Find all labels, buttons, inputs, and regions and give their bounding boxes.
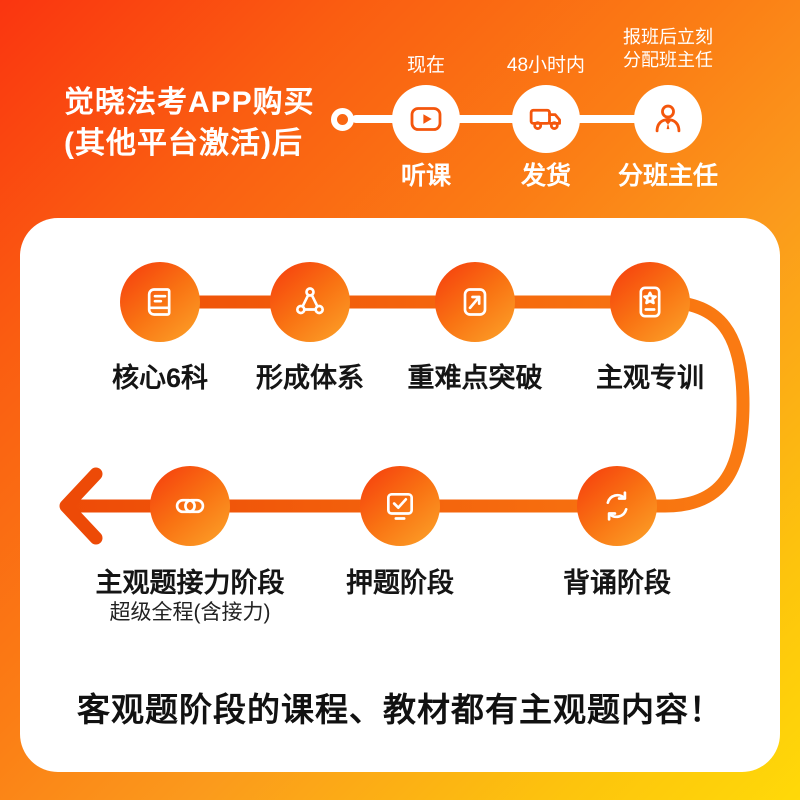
- truck-icon: [529, 108, 561, 130]
- node-relay: [150, 466, 230, 546]
- book-icon: [147, 288, 171, 316]
- node-recite: [577, 466, 657, 546]
- sublabel-relay: 超级全程(含接力): [109, 601, 271, 624]
- node-breakthrough: [435, 262, 515, 342]
- header-title: 觉晓法考APP购买 (其他平台激活)后: [64, 82, 364, 164]
- node-prediction: [360, 466, 440, 546]
- footer-headline: 客观题阶段的课程、教材都有主观题内容！: [77, 691, 723, 728]
- timeline-node-ship: [512, 85, 580, 153]
- refresh-icon: [606, 491, 628, 521]
- timeline-line: [352, 115, 668, 123]
- timeline-step3-label: 分班主任: [617, 162, 718, 190]
- node-system: [270, 262, 350, 342]
- label-prediction: 押题阶段: [346, 568, 454, 598]
- flow-connector: [59, 295, 750, 545]
- label-subjective-training: 主观专训: [596, 363, 704, 393]
- chain-link-icon: [175, 498, 205, 514]
- node-core6: [120, 262, 200, 342]
- timeline-step1-label: 听课: [400, 162, 451, 190]
- person-icon: [655, 104, 681, 133]
- timeline-start-ring: [331, 108, 354, 131]
- timeline-node-listen: [392, 85, 460, 153]
- label-system: 形成体系: [256, 363, 364, 393]
- content-card: 核心6科 形成体系 重难点突破 主观专训: [20, 218, 780, 772]
- network-icon: [296, 287, 324, 315]
- label-breakthrough: 重难点突破: [407, 363, 543, 393]
- flow-path: [71, 295, 750, 513]
- timeline-step2-label: 发货: [520, 162, 571, 190]
- timeline-step3-time: 报班后立刻 分配班主任: [623, 27, 713, 70]
- label-recite: 背诵阶段: [563, 568, 671, 598]
- flow-arrow-icon: [59, 467, 103, 545]
- star-card-icon: [639, 286, 661, 318]
- timeline-step1-time: 现在: [406, 55, 445, 76]
- video-play-icon: [410, 107, 442, 131]
- timeline-step2-time: 48小时内: [506, 55, 586, 76]
- header-title-line2: (其他平台激活)后: [64, 127, 303, 160]
- monitor-check-icon: [387, 493, 413, 520]
- label-core6: 核心6科: [111, 363, 209, 393]
- arrow-pen-icon: [463, 288, 487, 316]
- node-subjective-training: [610, 262, 690, 342]
- timeline-node-teacher: [634, 85, 702, 153]
- header-title-line1: 觉晓法考APP购买: [64, 86, 315, 119]
- label-relay: 主观题接力阶段: [95, 568, 285, 598]
